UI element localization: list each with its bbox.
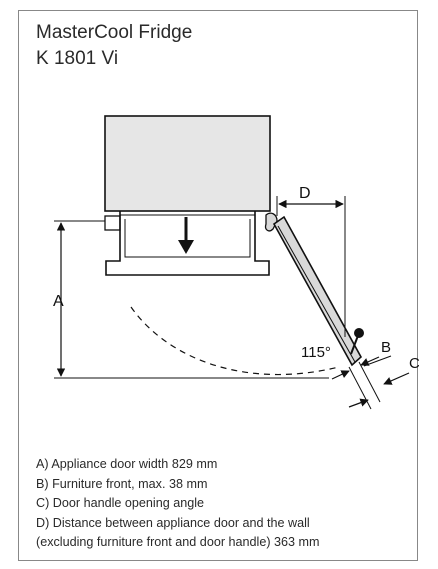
dimension-b-line-2 (358, 361, 381, 403)
label-a: A (53, 293, 64, 310)
label-angle: 115° (301, 344, 331, 361)
title-line-2: K 1801 Vi (36, 48, 119, 69)
label-d: D (299, 185, 311, 202)
fridge-door-diagram: D A 115° B C (53, 115, 419, 410)
fridge-drawer (105, 211, 270, 276)
legend-item-a: A) Appliance door width 829 mm (36, 457, 218, 471)
hinge-left (104, 215, 121, 231)
hinge-right (264, 212, 278, 232)
dimension-b-lower-left (348, 398, 369, 408)
legend: A) Appliance door width 829 mm B) Furnit… (36, 455, 320, 553)
drawer-inner-line (120, 214, 255, 258)
legend-item-d-continued: (excluding furniture front and door hand… (36, 535, 320, 550)
diagram-card: MasterCool Fridge K 1801 Vi D (18, 10, 419, 561)
door-handle-knob (354, 328, 364, 338)
door-edge-line (277, 225, 356, 363)
label-c: C (409, 355, 419, 372)
legend-item-d: D) Distance between appliance door and t… (36, 515, 310, 530)
open-door (272, 215, 363, 367)
drawer-arrow-head (178, 240, 194, 254)
dimension-b-lower-right (383, 372, 410, 385)
fridge-cabinet (104, 115, 271, 212)
label-b: B (381, 339, 391, 356)
title-line-1: MasterCool Fridge (36, 22, 193, 43)
dimension-b-arrow-left (331, 370, 350, 380)
legend-item-c: C) Door handle opening angle (36, 496, 205, 511)
dimension-b-arrow-right (360, 356, 380, 366)
legend-item-b: B) Furniture front, max. 38 mm (36, 476, 208, 491)
door-swing-arc (130, 306, 340, 376)
dimension-b-guide (363, 355, 392, 367)
page-title: MasterCool Fridge K 1801 Vi (36, 20, 192, 72)
